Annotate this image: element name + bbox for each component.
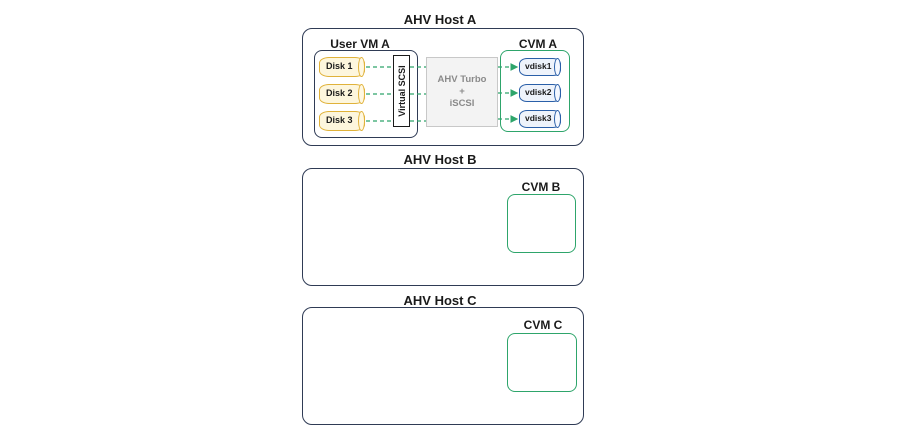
ahv-turbo-iscsi: AHV Turbo + iSCSI [426, 57, 498, 127]
cvm-b-box [507, 194, 576, 253]
disk-2: Disk 2 [319, 83, 365, 104]
disk-3: Disk 3 [319, 110, 365, 131]
host-c-title: AHV Host C [403, 293, 477, 308]
vdisk-3: vdisk3 [519, 109, 561, 128]
host-c-box [302, 307, 584, 425]
vdisk-2: vdisk2 [519, 83, 561, 102]
cvm-a-title: CVM A [518, 37, 558, 51]
cvm-b-title: CVM B [521, 180, 561, 194]
cvm-a-box [500, 50, 570, 132]
disk-1: Disk 1 [319, 56, 365, 77]
turbo-label-line2: + [459, 86, 465, 97]
user-vm-a-title: User VM A [330, 37, 390, 51]
cvm-c-box [507, 333, 577, 392]
cvm-c-title: CVM C [523, 318, 563, 332]
vdisk-1: vdisk1 [519, 57, 561, 76]
host-a-box [302, 28, 584, 146]
virtual-scsi: Virtual SCSI [393, 55, 410, 127]
turbo-label-line1: AHV Turbo [437, 74, 487, 85]
host-a-title: AHV Host A [403, 12, 477, 27]
host-b-box [302, 168, 584, 286]
host-b-title: AHV Host B [403, 152, 477, 167]
turbo-label-line3: iSCSI [449, 98, 475, 109]
